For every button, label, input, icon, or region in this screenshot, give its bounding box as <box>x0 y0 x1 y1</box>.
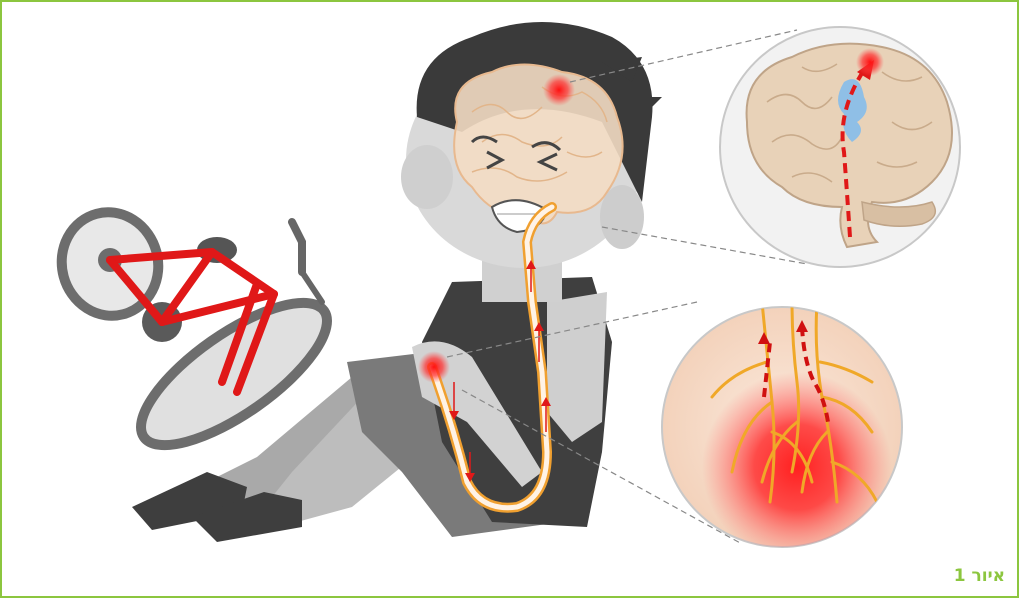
brain-with-pathway-icon <box>720 27 960 267</box>
knee-pain-dot <box>418 351 450 383</box>
nerve-endings-pain-icon <box>662 302 902 562</box>
child-figure <box>132 22 662 542</box>
figure-caption: איור 1 <box>954 566 1005 586</box>
brain-pain-dot <box>543 74 575 106</box>
